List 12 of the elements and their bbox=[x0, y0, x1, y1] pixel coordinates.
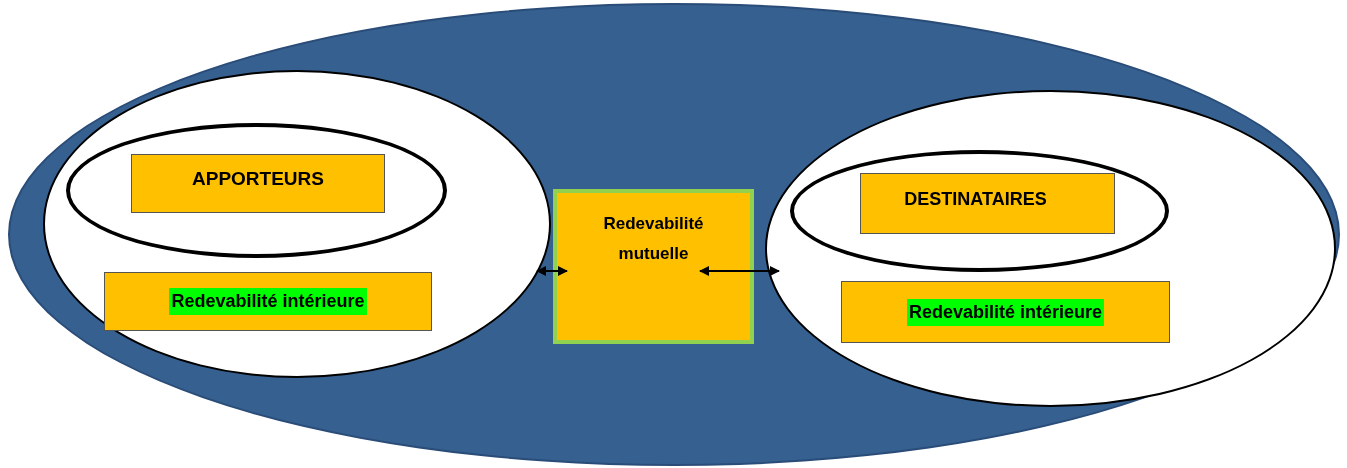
label-text: DESTINATAIRES bbox=[904, 188, 1047, 211]
label-box bbox=[841, 281, 1170, 343]
label-box bbox=[860, 173, 1115, 234]
label-box bbox=[131, 154, 385, 213]
double-arrow bbox=[699, 266, 780, 276]
label-text: Redevabilité intérieure bbox=[169, 288, 367, 315]
label-text: Redevabilité mutuelle bbox=[602, 213, 705, 265]
label-text: Redevabilité intérieure bbox=[906, 298, 1105, 326]
center-box bbox=[553, 189, 754, 344]
label-box bbox=[104, 272, 432, 331]
double-arrow bbox=[536, 266, 568, 276]
label-text: APPORTEURS bbox=[192, 167, 324, 192]
